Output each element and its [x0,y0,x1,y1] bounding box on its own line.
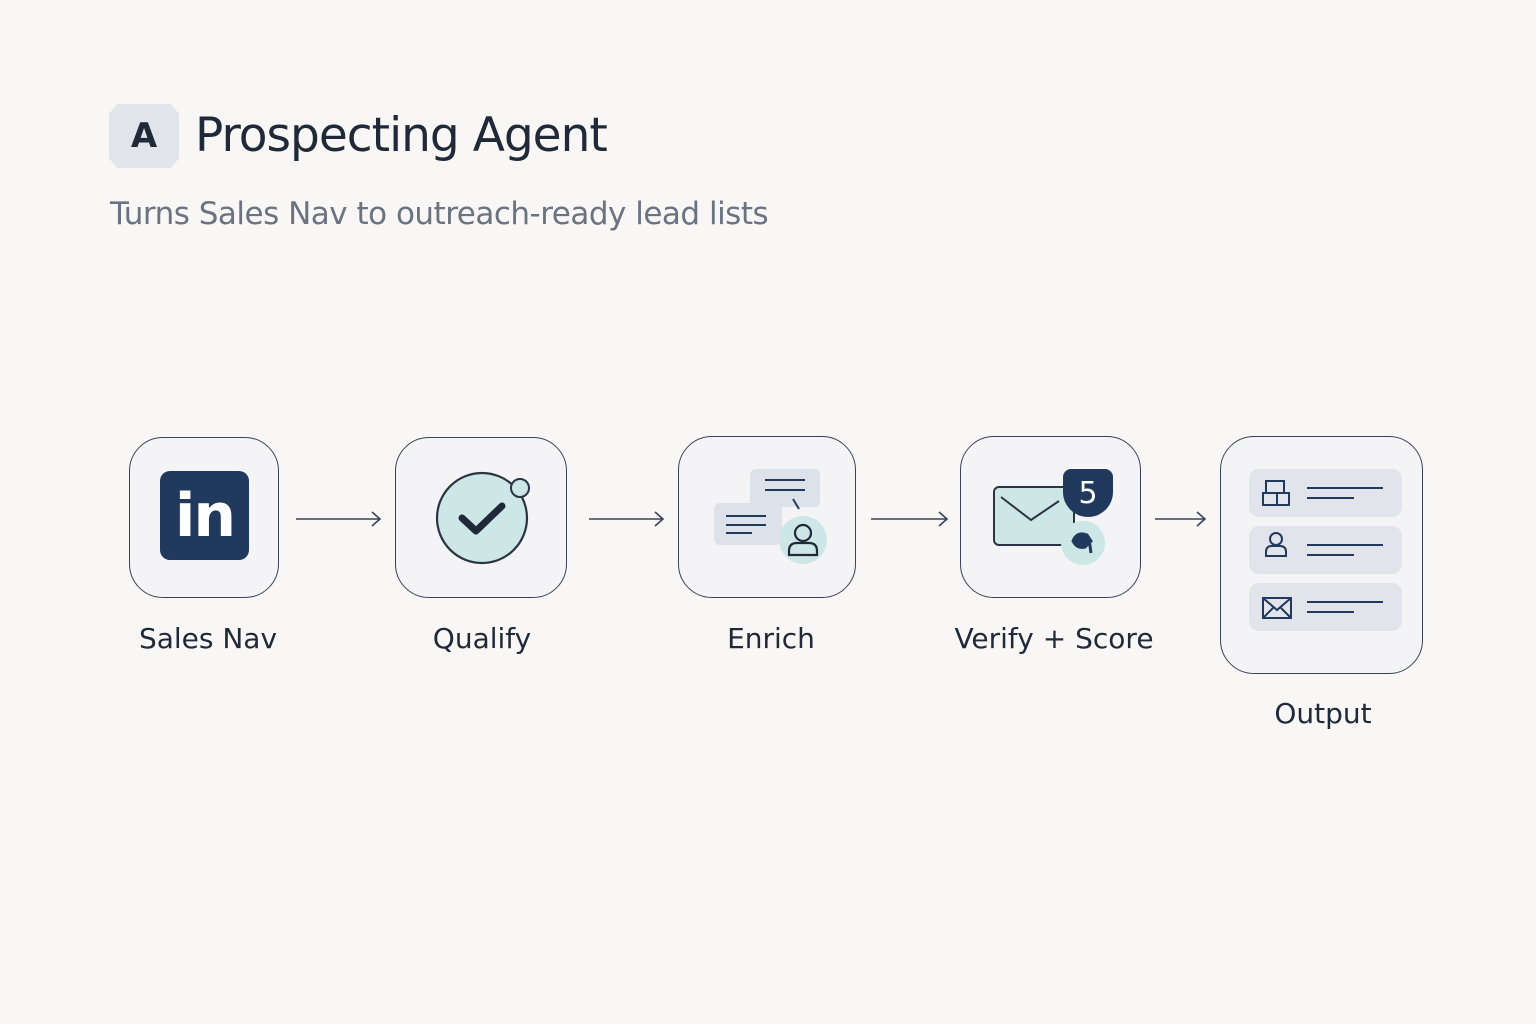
arrow-icon [589,511,665,527]
step-sales-nav[interactable]: in [129,437,279,598]
step-label: Output [1274,697,1372,730]
step-enrich[interactable] [678,436,856,598]
arrow-icon [871,511,949,527]
chat-person-icon [714,469,827,564]
lead-list-icon [1249,469,1402,631]
page-title: Prospecting Agent [195,108,608,163]
agent-badge: A [109,104,179,168]
step-label: Verify + Score [954,622,1154,655]
check-circle-icon [435,471,530,565]
step-label: Qualify [432,622,532,655]
step-verify-score[interactable]: 5 [960,436,1141,598]
linkedin-icon: in [160,471,249,560]
step-output[interactable] [1220,436,1423,674]
step-label: Enrich [727,622,815,655]
step-qualify[interactable] [395,437,567,598]
arrow-icon [296,511,382,527]
step-label: Sales Nav [138,622,278,655]
score-shield-badge: 5 [1063,469,1113,517]
page-subtitle: Turns Sales Nav to outreach-ready lead l… [110,196,769,232]
arrow-icon [1155,511,1207,527]
envelope-icon [993,486,1105,565]
